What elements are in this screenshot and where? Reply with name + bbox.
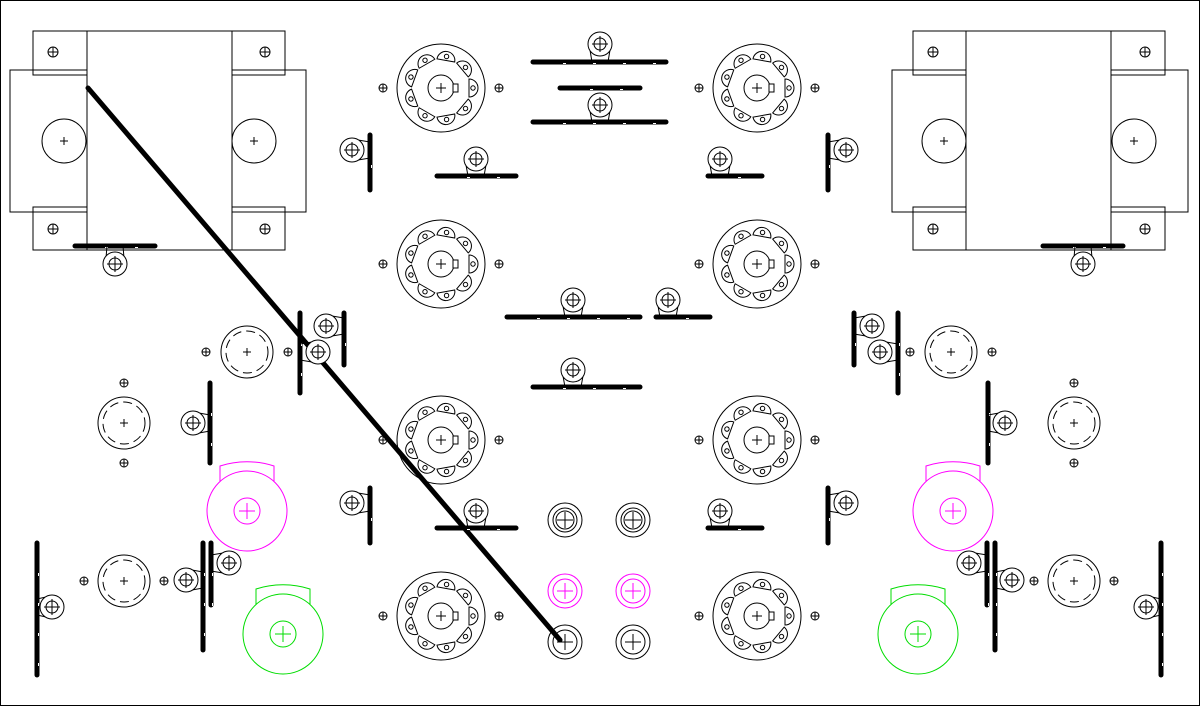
clamp-knob — [853, 313, 885, 339]
screw-icon — [79, 576, 89, 586]
clamp-knob — [827, 137, 859, 163]
clamp-knob — [36, 594, 65, 620]
clamp-knob — [339, 490, 371, 516]
screw-icon — [159, 576, 169, 586]
tube-socket — [694, 219, 820, 309]
mounting-bar — [34, 540, 40, 678]
mounting-bar — [504, 314, 643, 320]
screw-icon — [987, 347, 997, 357]
clamp-knob — [463, 498, 489, 529]
clamp-knob — [655, 287, 681, 318]
screw-icon — [119, 378, 129, 388]
mounting-bar — [825, 132, 831, 193]
clamp-knob — [707, 498, 733, 529]
clamp-knob — [102, 245, 128, 277]
tube-socket — [378, 43, 504, 133]
mounting-bar — [851, 310, 857, 368]
clamp-knob — [1070, 245, 1096, 277]
potentiometer — [206, 461, 288, 552]
capacitor — [924, 325, 978, 379]
mounting-bar — [434, 173, 519, 179]
capacitor — [220, 325, 274, 379]
mounting-bar — [825, 485, 831, 546]
mounting-bar — [200, 540, 206, 653]
jack — [615, 624, 651, 660]
jack — [615, 573, 651, 609]
clamp-knob — [1133, 594, 1162, 620]
mounting-bar — [557, 85, 643, 91]
clamp-knob — [299, 339, 331, 365]
mounting-bar — [341, 310, 347, 368]
mounting-bar — [208, 540, 214, 608]
potentiometer — [877, 584, 959, 675]
mounting-bar — [530, 384, 643, 390]
mounting-bar — [367, 485, 373, 546]
clamp-knob — [994, 567, 1025, 593]
screw-icon — [1109, 576, 1119, 586]
mounting-bar — [530, 59, 669, 65]
clamp-knob — [463, 146, 489, 177]
jack — [547, 573, 583, 609]
screw-icon — [1029, 576, 1039, 586]
clamp-knob — [587, 92, 613, 123]
potentiometer — [912, 461, 994, 552]
mounting-bar — [985, 380, 991, 466]
mounting-bar — [1040, 243, 1126, 249]
tube-socket — [378, 571, 504, 661]
jack — [547, 624, 583, 660]
clamp-knob — [313, 313, 345, 339]
clamp-knob — [987, 410, 1018, 436]
clamp-knob — [339, 137, 371, 163]
mounting-bar — [530, 119, 669, 125]
clamp-knob — [180, 410, 211, 436]
clamp-knob — [560, 357, 586, 388]
capacitor — [1047, 554, 1101, 608]
capacitor — [1047, 396, 1101, 450]
clamp-knob — [210, 550, 242, 576]
jack — [615, 502, 651, 538]
clamp-knob — [560, 287, 586, 318]
mounting-bar — [895, 310, 901, 396]
mounting-bar — [367, 132, 373, 193]
mounting-bar — [297, 310, 303, 396]
mounting-bar — [1158, 540, 1164, 678]
screw-icon — [283, 347, 293, 357]
screw-icon — [1069, 378, 1079, 388]
clamp-knob — [173, 567, 204, 593]
screw-icon — [1069, 458, 1079, 468]
mounting-bar — [992, 540, 998, 653]
capacitor — [97, 396, 151, 450]
tube-socket — [694, 395, 820, 485]
tube-socket — [694, 43, 820, 133]
tube-socket — [378, 219, 504, 309]
mounting-bar — [984, 540, 990, 608]
screw-icon — [119, 458, 129, 468]
clamp-knob — [827, 490, 859, 516]
transformer — [9, 30, 307, 251]
clamp-knob — [587, 31, 613, 63]
jack — [547, 502, 583, 538]
clamp-knob — [956, 550, 988, 576]
screw-icon — [905, 347, 915, 357]
mounting-bar — [434, 525, 519, 531]
transformer — [891, 30, 1189, 251]
capacitor — [97, 554, 151, 608]
mounting-bar — [653, 314, 713, 320]
screw-icon — [201, 347, 211, 357]
potentiometer — [242, 584, 324, 675]
mounting-bar — [72, 243, 158, 249]
mounting-bar — [705, 173, 765, 179]
clamp-knob — [867, 339, 899, 365]
mounting-bar — [207, 380, 213, 466]
clamp-knob — [707, 146, 733, 177]
mounting-bar — [705, 525, 765, 531]
tube-socket — [694, 571, 820, 661]
